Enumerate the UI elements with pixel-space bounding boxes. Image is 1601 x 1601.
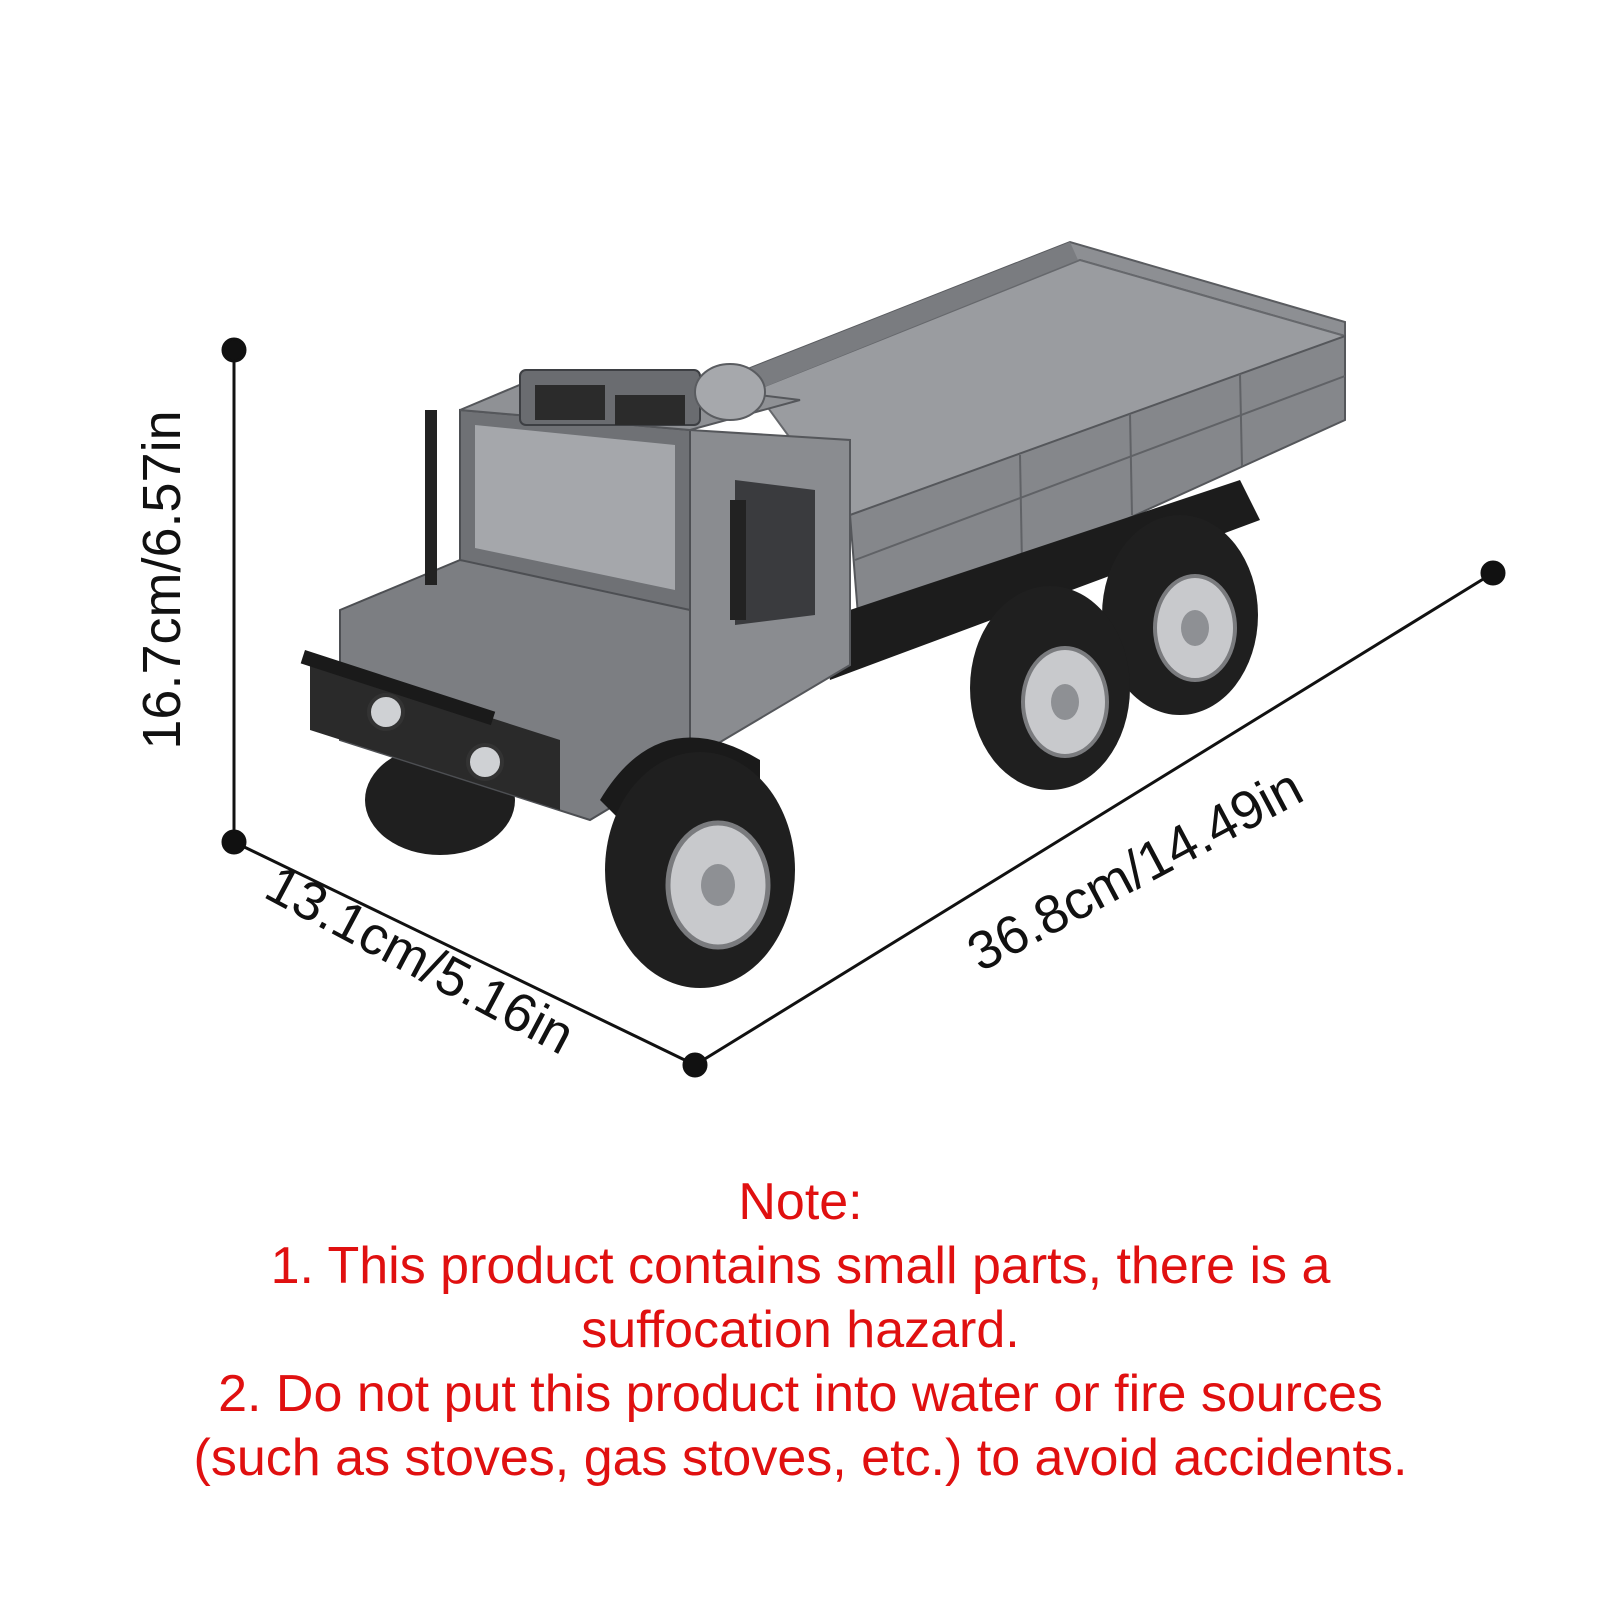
note-line-1: 1. This product contains small parts, th… <box>270 1237 1331 1295</box>
snorkel-pipe <box>425 410 437 585</box>
note-line-3: 2. Do not put this product into water or… <box>218 1365 1383 1423</box>
height-dimension-label: 16.7cm/6.57in <box>132 410 192 750</box>
length-dimension-line <box>694 571 1494 1067</box>
headlight-right <box>466 743 504 781</box>
product-photo-scene <box>221 240 1506 1078</box>
cab-side-window <box>735 480 815 625</box>
roof-beacon <box>694 363 766 421</box>
side-mirror <box>730 500 746 620</box>
dimension-dot-left-bottom <box>221 829 247 855</box>
rear-wheel-back <box>1102 515 1258 715</box>
note-line-2: suffocation hazard. <box>581 1301 1020 1359</box>
note-line-4: (such as stoves, gas stoves, etc.) to av… <box>193 1429 1408 1487</box>
headlight-left <box>367 693 405 731</box>
safety-note: Note: 1. This product contains small par… <box>0 1170 1601 1490</box>
dimension-dot-right <box>1480 560 1506 586</box>
cargo-bed-side-panel <box>848 334 1346 642</box>
dimension-lines <box>221 337 1506 1078</box>
front-wheel-right <box>605 752 795 988</box>
note-heading: Note: <box>738 1173 863 1231</box>
front-bull-bar <box>300 650 496 726</box>
width-dimension-line <box>233 840 696 1067</box>
rear-wheel-middle <box>970 586 1130 790</box>
cab-windshield-glass <box>475 425 675 590</box>
dimension-dot-front-bottom <box>682 1052 708 1078</box>
dimension-dot-top <box>221 337 247 363</box>
cargo-bed-inner-wall <box>740 242 1078 392</box>
rc-truck-illustration <box>300 240 1346 988</box>
